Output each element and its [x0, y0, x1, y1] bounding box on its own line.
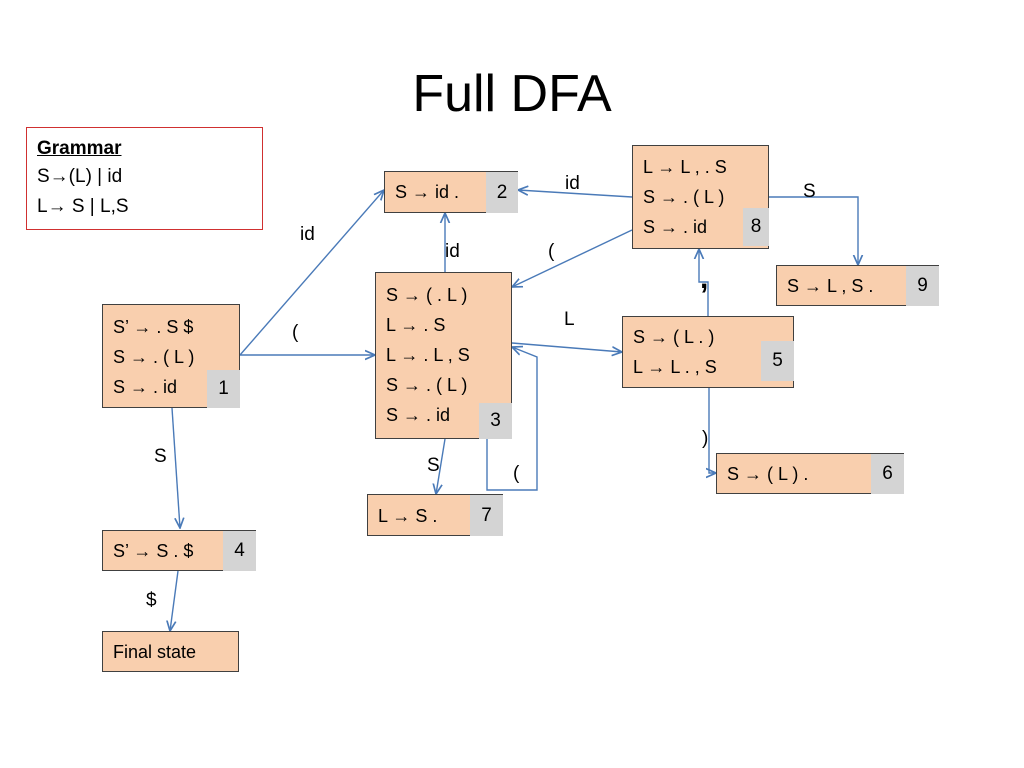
- edge-4-to-final: [170, 570, 179, 631]
- state-8-item: S → . ( L ): [643, 187, 725, 207]
- state-1-item: S → . ( L ): [113, 347, 195, 367]
- state-3-item: L → . S: [386, 315, 446, 335]
- edge-1-to-4: [171, 407, 180, 528]
- grammar-heading: Grammar: [37, 138, 122, 159]
- final-state: Final state: [102, 631, 239, 672]
- edge-label-1-2: id: [300, 224, 315, 245]
- state-9-number: 9: [906, 266, 939, 306]
- state-6-item: S → ( L ) .: [727, 464, 809, 484]
- state-7-number: 7: [470, 495, 503, 536]
- state-9: S → L , S . 9: [776, 265, 939, 306]
- edge-label-3-7: S: [427, 455, 440, 476]
- edge-label-4-final: $: [146, 590, 157, 611]
- edge-label-8-2: id: [565, 173, 580, 194]
- state-8-item: S → . id: [643, 217, 708, 237]
- state-1-item: S → . id: [113, 377, 178, 397]
- edge-label-1-4: S: [154, 446, 167, 467]
- state-5-item: S → ( L . ): [633, 327, 715, 347]
- grammar-rule-s: S→(L) | id: [37, 166, 123, 187]
- edge-3-to-5: [511, 342, 622, 352]
- state-5-number: 5: [761, 341, 794, 381]
- state-8: L → L , . S S → . ( L ) S → . id 8: [632, 145, 769, 249]
- edge-8-to-9: [769, 196, 858, 265]
- state-5: S → ( L . ) L → L . , S 5: [622, 316, 794, 388]
- edge-5-to-8: [699, 249, 709, 316]
- state-3-item: S → ( . L ): [386, 285, 468, 305]
- state-9-item: S → L , S .: [787, 276, 874, 296]
- state-4-number: 4: [223, 531, 256, 571]
- state-4: S’ → S . $ 4: [102, 530, 256, 571]
- edge-label-5-8: ,: [700, 262, 709, 295]
- edge-3-loop: [486, 347, 538, 491]
- final-state-label: Final state: [113, 642, 197, 662]
- edge-label-8-3: (: [548, 241, 555, 262]
- state-1-item: S’ → . S $: [113, 317, 194, 337]
- state-2: S → id . 2: [384, 171, 518, 213]
- state-1-number: 1: [207, 370, 240, 408]
- state-3-item: S → . id: [386, 405, 451, 425]
- state-3-number: 3: [479, 403, 512, 439]
- grammar-box: Grammar S→(L) | id L→ S | L,S: [26, 127, 263, 230]
- state-2-number: 2: [486, 172, 518, 213]
- edge-8-to-2: [518, 190, 633, 198]
- page-title: Full DFA: [412, 65, 612, 123]
- edge-1-to-2: [239, 190, 384, 356]
- edge-label-3-5: L: [564, 309, 575, 330]
- state-7: L → S . 7: [367, 494, 503, 536]
- state-3-item: S → . ( L ): [386, 375, 468, 395]
- state-6: S → ( L ) . 6: [716, 453, 904, 494]
- grammar-rule-l: L→ S | L,S: [37, 196, 129, 217]
- edge-5-to-6: [709, 388, 716, 473]
- edge-label-3-2: id: [445, 241, 460, 262]
- edge-label-8-9: S: [803, 181, 816, 202]
- edge-3-to-7: [436, 438, 446, 494]
- edge-label-1-3: (: [292, 322, 299, 343]
- state-8-number: 8: [743, 208, 769, 246]
- edge-label-5-6: ): [702, 428, 709, 449]
- state-4-item: S’ → S . $: [113, 541, 194, 561]
- state-5-item: L → L . , S: [633, 357, 717, 377]
- state-3-item: L → . L , S: [386, 345, 470, 365]
- state-8-item: L → L , . S: [643, 157, 727, 177]
- edge-label-3-loop: (: [513, 463, 520, 484]
- state-2-item: S → id .: [395, 182, 460, 202]
- state-3: S → ( . L ) L → . S L → . L , S S → . ( …: [375, 272, 512, 439]
- edge-8-to-3: [512, 229, 633, 287]
- state-1: S’ → . S $ S → . ( L ) S → . id 1: [102, 304, 240, 408]
- state-6-number: 6: [871, 454, 904, 494]
- state-7-item: L → S .: [378, 506, 438, 526]
